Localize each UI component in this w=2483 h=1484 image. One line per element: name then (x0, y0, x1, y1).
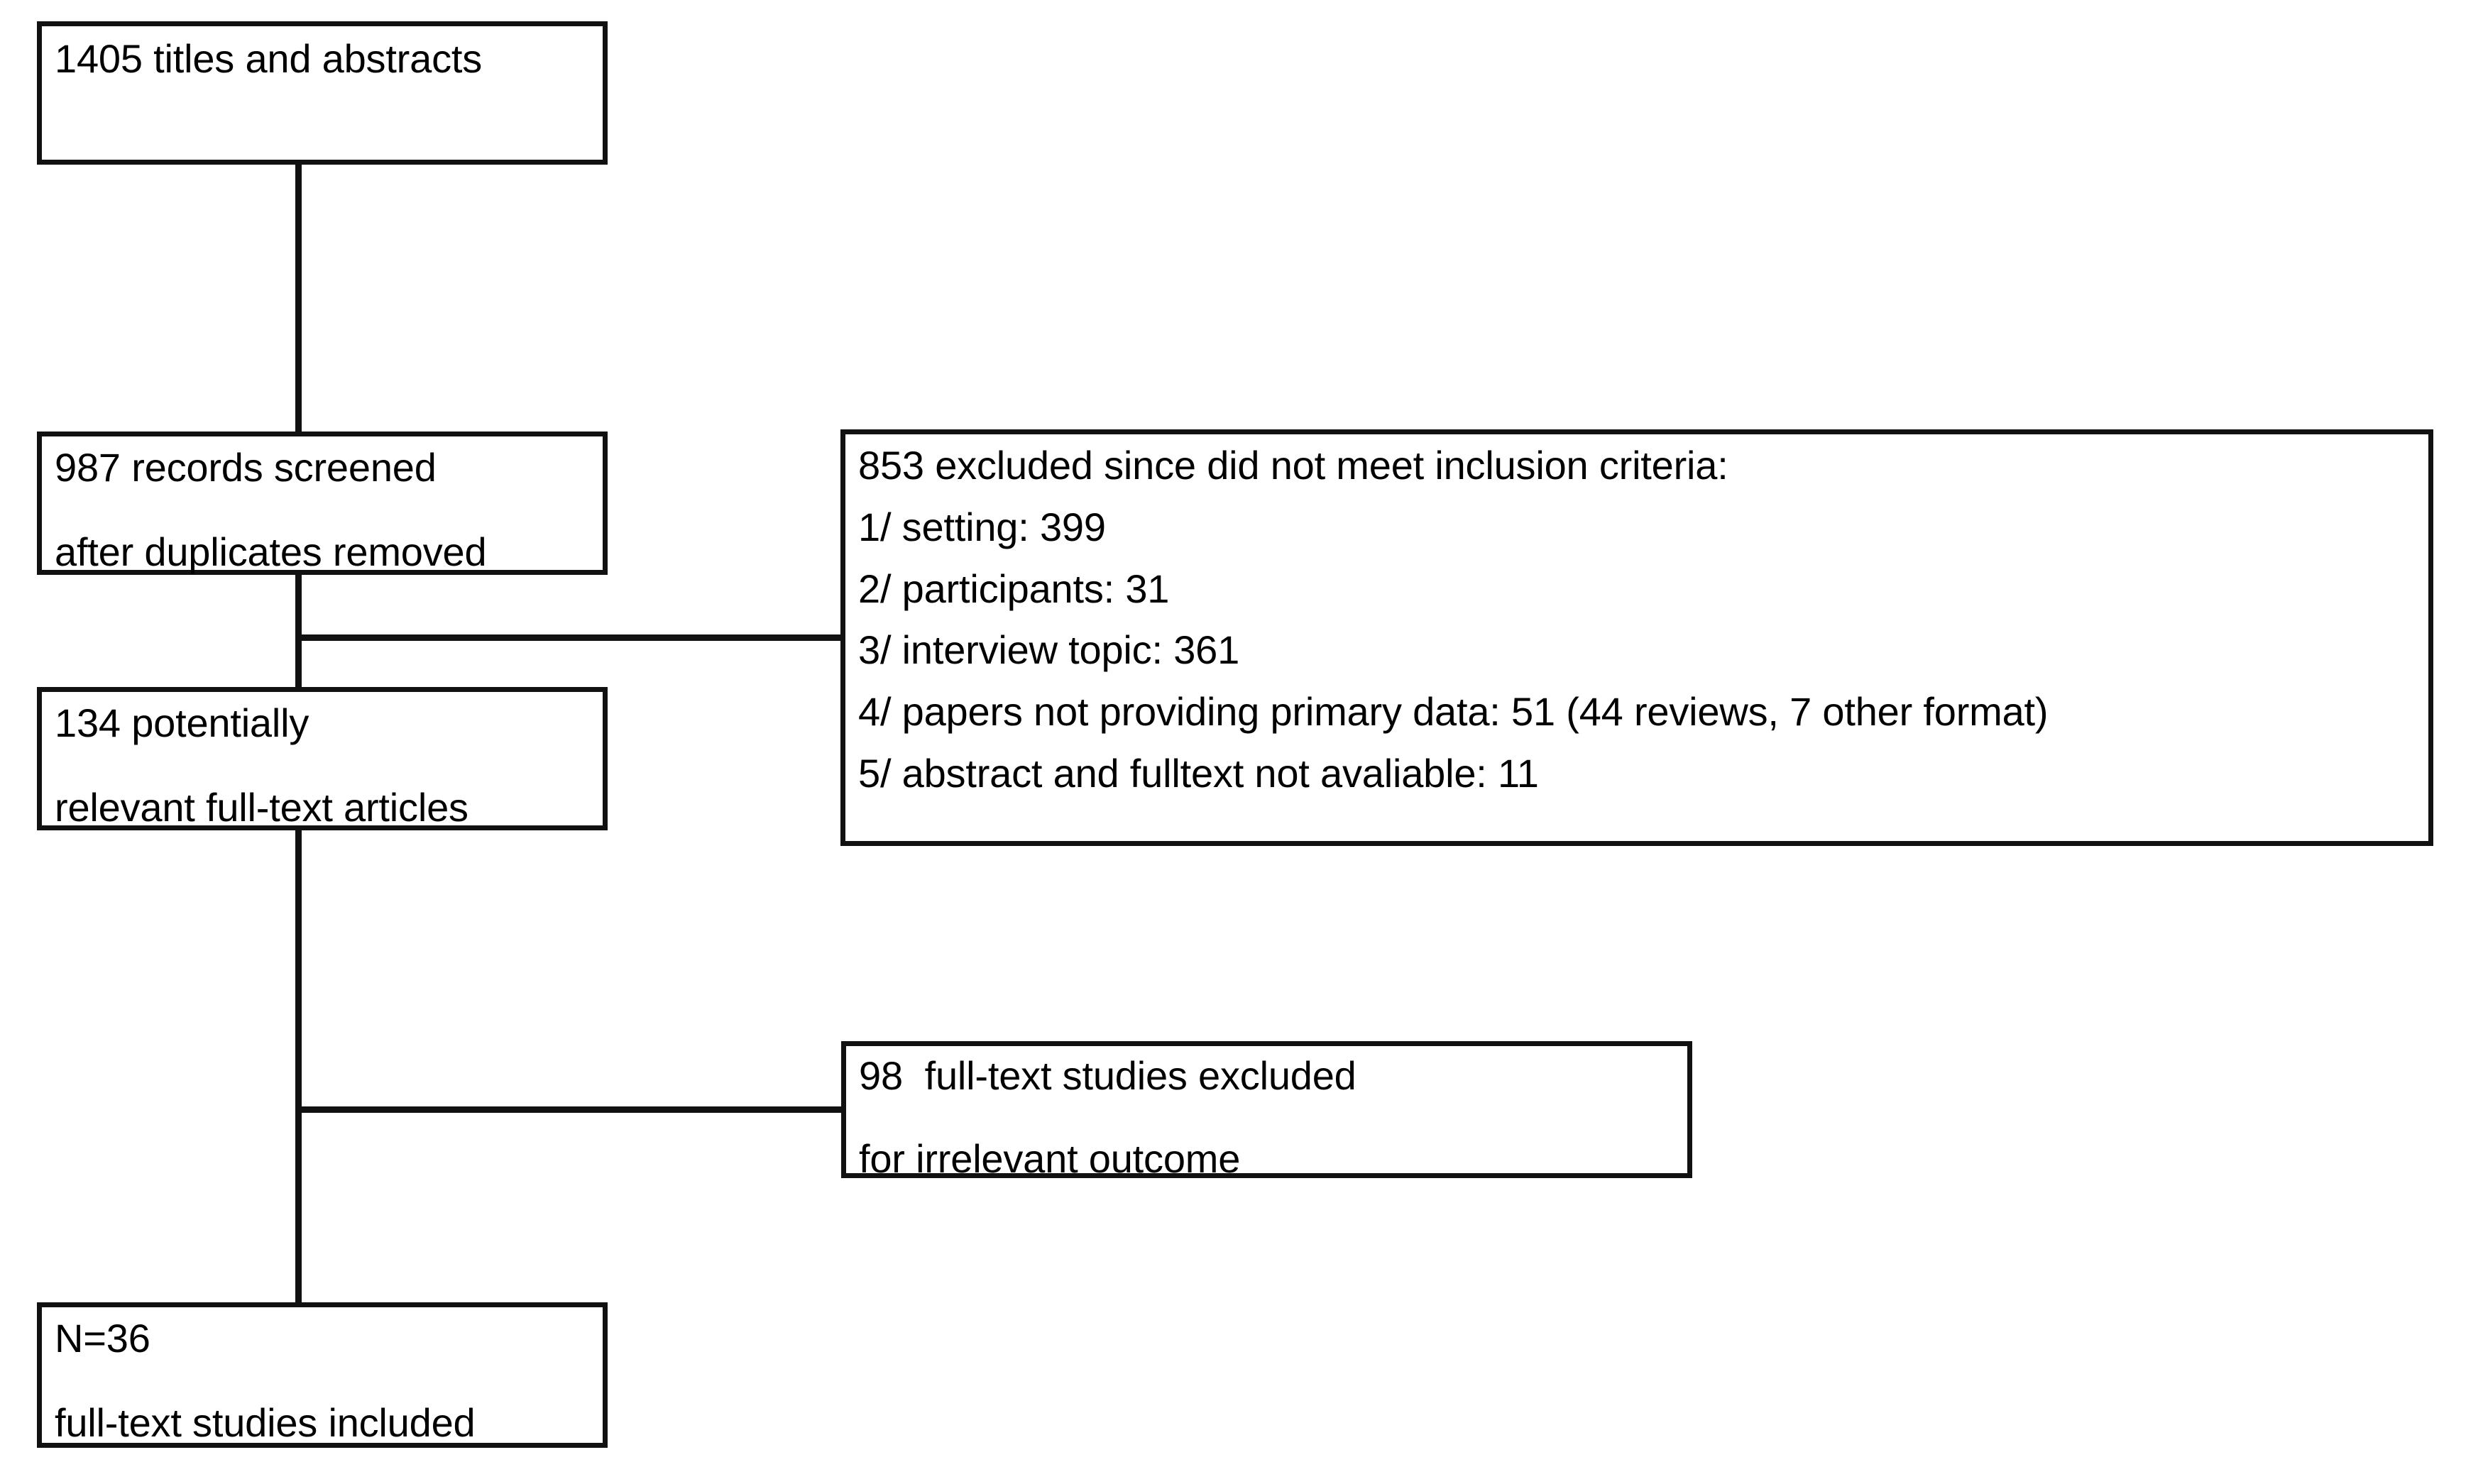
box-fulltext-studies-included: N=36 full-text studies included (37, 1302, 608, 1448)
connector-records-to-fulltext (295, 575, 302, 687)
titles-abstracts-line-1: 1405 titles and abstracts (55, 36, 483, 81)
excluded-criteria-heading: 853 excluded since did not meet inclusio… (858, 443, 1728, 488)
box-potentially-relevant-fulltext-articles: 134 potentially relevant full-text artic… (37, 687, 608, 830)
box-records-screened: 987 records screened after duplicates re… (37, 432, 608, 575)
excluded-criteria-reason-1: 1/ setting: 399 (858, 504, 1106, 549)
box-excluded-irrelevant-outcome: 98 full-text studies excluded for irrele… (841, 1041, 1692, 1181)
records-screened-line-1: 987 records screened (55, 445, 437, 490)
excluded-outcome-line-2: for irrelevant outcome (859, 1136, 1241, 1181)
box-excluded-inclusion-criteria: 853 excluded since did not meet inclusio… (840, 429, 2433, 846)
fulltext-articles-line-1: 134 potentially (55, 700, 309, 745)
excluded-criteria-reason-2: 2/ participants: 31 (858, 566, 1170, 611)
excluded-criteria-reason-4: 4/ papers not providing primary data: 51… (858, 689, 2049, 735)
fulltext-articles-line-2: relevant full-text articles (55, 784, 468, 830)
excluded-outcome-line-1: 98 full-text studies excluded (859, 1053, 1356, 1098)
excluded-criteria-reason-3: 3/ interview topic: 361 (858, 627, 1240, 673)
connector-fulltext-to-included (295, 830, 302, 1302)
connector-screened-to-excluded-criteria (295, 634, 843, 641)
studies-included-line-2: full-text studies included (55, 1400, 476, 1445)
studies-included-line-1: N=36 (55, 1316, 150, 1361)
connector-titles-to-records (295, 165, 302, 432)
excluded-criteria-reason-5: 5/ abstract and fulltext not avaliable: … (858, 750, 1539, 796)
records-screened-line-2: after duplicates removed (55, 529, 487, 574)
connector-fulltext-to-excluded-outcome (295, 1106, 843, 1113)
box-titles-and-abstracts: 1405 titles and abstracts (37, 21, 608, 165)
